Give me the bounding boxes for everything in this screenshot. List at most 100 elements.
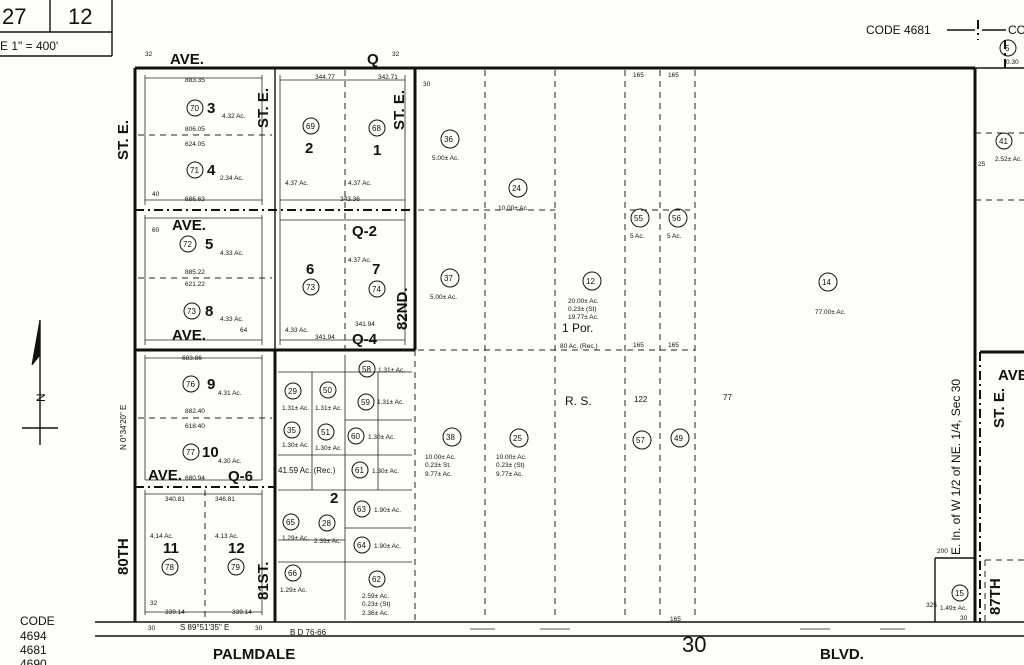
street-st-e-right: ST. E. xyxy=(991,388,1008,428)
svg-text:20.00± Ac.: 20.00± Ac. xyxy=(568,298,599,305)
svg-text:0.30: 0.30 xyxy=(1006,59,1019,66)
parcels: 36 5.00± Ac. 37 5.00± Ac. 24 10.00± Ac. … xyxy=(278,39,1022,617)
svg-text:5.00± Ac.: 5.00± Ac. xyxy=(432,155,459,162)
street-q-top: Q xyxy=(367,51,379,68)
north-label: N xyxy=(34,393,48,402)
svg-text:339.14: 339.14 xyxy=(165,609,185,616)
svg-text:0.23± (St): 0.23± (St) xyxy=(496,462,525,469)
scale-note: E 1" = 400' xyxy=(0,39,58,53)
svg-text:5 Ac.: 5 Ac. xyxy=(667,233,682,240)
svg-text:4.31 Ac.: 4.31 Ac. xyxy=(218,390,242,397)
svg-text:0.23± St.: 0.23± St. xyxy=(425,462,451,469)
svg-text:77.00± Ac.: 77.00± Ac. xyxy=(815,309,846,316)
svg-text:1.90± Ac.: 1.90± Ac. xyxy=(374,543,401,550)
svg-text:1.29± Ac.: 1.29± Ac. xyxy=(280,587,307,594)
svg-text:60: 60 xyxy=(351,432,360,441)
code-list-left: CODE 4694 4681 4690 xyxy=(20,614,55,665)
svg-text:165: 165 xyxy=(633,72,644,79)
svg-text:14: 14 xyxy=(822,278,831,287)
svg-text:1.30± Ac.: 1.30± Ac. xyxy=(315,445,342,452)
svg-text:883.35: 883.35 xyxy=(185,77,205,84)
street-ave-right: AVE xyxy=(998,367,1024,384)
svg-text:6: 6 xyxy=(306,261,314,278)
bd-ref: B D 76-66 xyxy=(290,628,327,637)
svg-text:32: 32 xyxy=(145,51,153,58)
svg-text:683.86: 683.86 xyxy=(182,355,202,362)
svg-text:2.36± Ac.: 2.36± Ac. xyxy=(362,610,389,617)
svg-text:686.63: 686.63 xyxy=(185,196,205,203)
svg-text:77: 77 xyxy=(723,393,732,402)
svg-text:79: 79 xyxy=(231,563,240,572)
svg-text:80 Ac. (Rec.): 80 Ac. (Rec.) xyxy=(560,343,598,350)
svg-text:50: 50 xyxy=(323,386,332,395)
svg-text:2.52± Ac.: 2.52± Ac. xyxy=(995,156,1022,163)
svg-text:32: 32 xyxy=(392,51,400,58)
svg-text:10.00± Ac.: 10.00± Ac. xyxy=(425,454,456,461)
svg-text:340.81: 340.81 xyxy=(165,496,185,503)
svg-text:2.59± Ac.: 2.59± Ac. xyxy=(362,593,389,600)
east-boundary xyxy=(934,40,1024,622)
svg-text:5.00± Ac.: 5.00± Ac. xyxy=(430,294,457,301)
code-label-right: CODE 4681 xyxy=(866,23,931,37)
svg-text:36: 36 xyxy=(444,135,453,144)
svg-text:1.30± Ac.: 1.30± Ac. xyxy=(368,434,395,441)
svg-text:8: 8 xyxy=(205,303,213,320)
dimensions: 883.35 806.05 624.05 686.63 885.22 621.2… xyxy=(145,51,986,632)
street-palmdale: PALMDALE xyxy=(213,646,295,663)
svg-text:0.23± (St): 0.23± (St) xyxy=(568,306,597,313)
svg-text:28: 28 xyxy=(322,519,331,528)
svg-text:57: 57 xyxy=(636,436,645,445)
svg-text:78: 78 xyxy=(165,563,174,572)
svg-text:51: 51 xyxy=(321,428,330,437)
svg-text:CODE: CODE xyxy=(20,614,55,628)
svg-text:200: 200 xyxy=(937,548,948,555)
svg-text:38: 38 xyxy=(446,433,455,442)
svg-text:25: 25 xyxy=(978,161,986,168)
svg-text:76: 76 xyxy=(186,380,195,389)
street-st-e-mid2: ST. E. xyxy=(391,90,408,130)
book-number: 27 xyxy=(2,4,26,29)
svg-text:4: 4 xyxy=(207,162,216,179)
svg-text:62: 62 xyxy=(372,575,381,584)
svg-text:4.32 Ac.: 4.32 Ac. xyxy=(222,113,246,120)
svg-text:70: 70 xyxy=(190,104,199,113)
svg-text:1.30± Ac.: 1.30± Ac. xyxy=(372,468,399,475)
svg-text:346.81: 346.81 xyxy=(215,496,235,503)
street-q-2: Q-2 xyxy=(352,223,377,240)
street-87th: 87TH xyxy=(987,578,1004,615)
svg-text:4681: 4681 xyxy=(20,643,47,657)
svg-text:4690: 4690 xyxy=(20,657,47,665)
svg-text:32: 32 xyxy=(150,600,158,607)
svg-text:165: 165 xyxy=(668,72,679,79)
bearing-left: N 0°34'20" E xyxy=(119,405,128,450)
svg-text:55: 55 xyxy=(634,214,643,223)
parcel-dash-lines xyxy=(418,70,1024,620)
svg-text:1.90± Ac.: 1.90± Ac. xyxy=(374,507,401,514)
svg-text:342.71: 342.71 xyxy=(378,74,398,81)
code-label-right-cut: CO xyxy=(1008,23,1024,37)
svg-text:64: 64 xyxy=(357,541,366,550)
svg-text:30: 30 xyxy=(255,625,263,632)
svg-text:618.40: 618.40 xyxy=(185,423,205,430)
svg-text:1 Por.: 1 Por. xyxy=(562,321,593,335)
svg-text:2: 2 xyxy=(305,140,313,157)
svg-text:2.34 Ac.: 2.34 Ac. xyxy=(220,175,244,182)
svg-text:11: 11 xyxy=(163,540,179,557)
svg-text:4.14 Ac.: 4.14 Ac. xyxy=(150,533,174,540)
svg-text:1.31± Ac.: 1.31± Ac. xyxy=(378,367,405,374)
svg-text:30: 30 xyxy=(960,615,968,622)
lots-block-left: 70 3 4.32 Ac. 71 4 2.34 Ac. 72 5 4.33 Ac… xyxy=(150,99,246,576)
svg-text:10.00± Ac.: 10.00± Ac. xyxy=(498,205,529,212)
street-blvd: BLVD. xyxy=(820,646,864,663)
svg-text:165: 165 xyxy=(668,342,679,349)
svg-text:1.31± Ac.: 1.31± Ac. xyxy=(377,399,404,406)
svg-text:56: 56 xyxy=(672,214,681,223)
svg-text:325: 325 xyxy=(926,602,937,609)
svg-text:9: 9 xyxy=(207,376,215,393)
palmdale-blvd-road xyxy=(95,621,1024,637)
svg-text:1.49± Ac.: 1.49± Ac. xyxy=(940,605,967,612)
svg-text:15: 15 xyxy=(955,589,964,598)
svg-text:37: 37 xyxy=(444,274,453,283)
svg-text:49: 49 xyxy=(674,434,683,443)
svg-text:9.77± Ac.: 9.77± Ac. xyxy=(425,471,452,478)
